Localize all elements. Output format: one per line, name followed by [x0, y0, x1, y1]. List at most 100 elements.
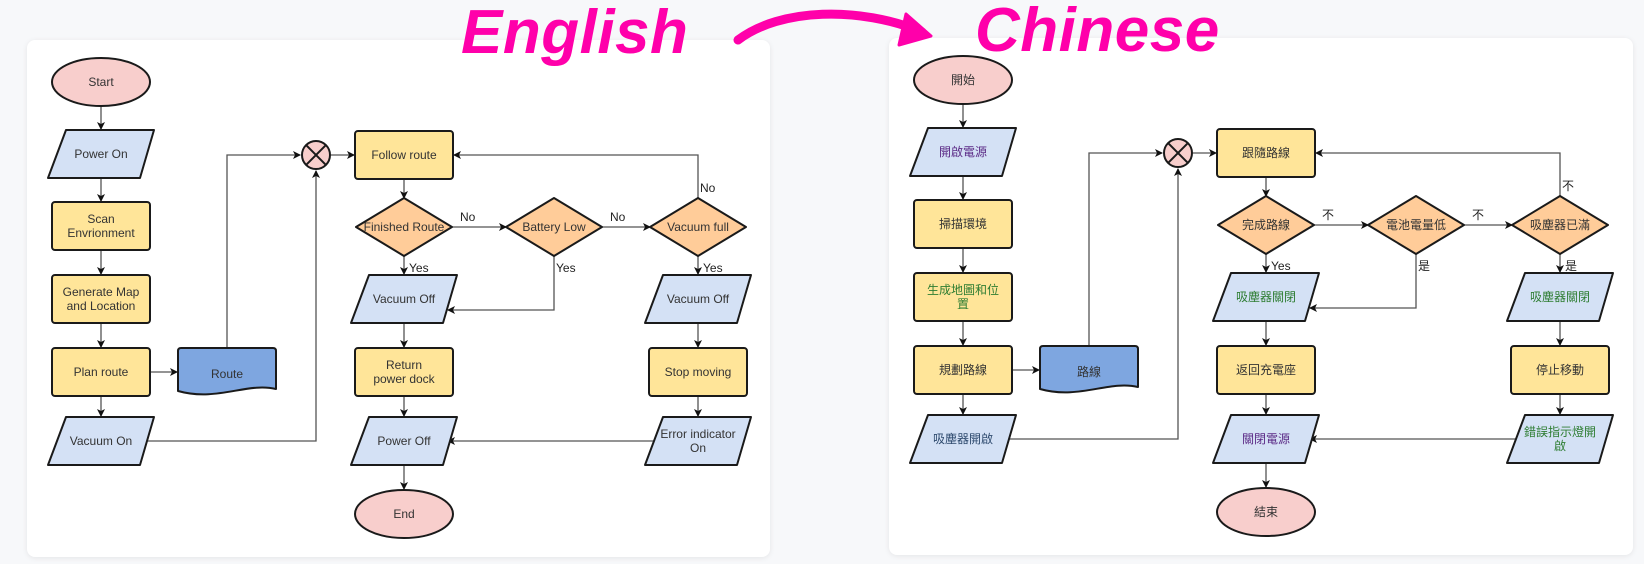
node-label: 吸塵器關閉: [1530, 289, 1590, 304]
edge-label-battery-no: No: [610, 210, 626, 224]
node-label: Battery Low: [522, 220, 586, 234]
node-label: 錯誤指示燈開啟: [1524, 424, 1596, 453]
edge-label-vacfull-yes: Yes: [703, 261, 723, 275]
process-shape: [51, 347, 151, 397]
node-label-line: Envrionment: [67, 226, 135, 240]
decision-shape: [505, 197, 603, 257]
node-label-line: 啟: [1554, 438, 1566, 453]
node-label: 開始: [951, 73, 975, 87]
node-label: 停止移動: [1536, 362, 1584, 377]
process-shape: [51, 274, 151, 324]
node-label: Power On: [74, 147, 127, 161]
node-label: Finished Route: [364, 220, 445, 234]
edge-route-junction: [1088, 149, 1163, 346]
node-vac-full: 吸塵器已滿: [1511, 195, 1609, 255]
process-shape: [913, 272, 1013, 322]
node-label: Vacuum On: [70, 434, 132, 448]
edge-route-junction: [226, 151, 301, 348]
edges: [97, 107, 702, 490]
process-shape: [913, 199, 1013, 249]
node-plan: Plan route: [51, 347, 151, 397]
node-follow: 跟隨路線: [1216, 128, 1316, 178]
io-shape: [47, 129, 155, 179]
edge-label-finished-no: No: [460, 210, 476, 224]
node-label: 吸塵器已滿: [1530, 217, 1590, 232]
node-vac-full: Vacuum full: [649, 197, 747, 257]
decision-shape: [1367, 195, 1465, 255]
io-shape: [909, 414, 1017, 464]
node-label: Plan route: [74, 365, 129, 379]
node-return: 返回充電座: [1216, 345, 1316, 395]
cross-icon: [305, 144, 327, 166]
node-start: 開始: [913, 55, 1013, 105]
process-shape: [1510, 345, 1610, 395]
io-shape: [1506, 272, 1614, 322]
decision-shape: [355, 197, 453, 257]
node-label: 掃描環境: [939, 216, 987, 231]
terminal-shape: [1216, 487, 1316, 537]
process-shape: [913, 345, 1013, 395]
node-label: 吸塵器開啟: [933, 431, 993, 446]
node-label-line: 置: [957, 297, 969, 311]
node-label-line: and Location: [67, 299, 136, 313]
node-follow: Follow route: [354, 130, 454, 180]
node-label: 電池電量低: [1386, 218, 1446, 232]
node-power-off: 關閉電源: [1212, 414, 1320, 464]
node-start: Start: [51, 57, 151, 107]
node-error: 錯誤指示燈開啟: [1506, 414, 1614, 464]
edge-label-battery-yes: Yes: [556, 261, 576, 275]
node-label: 規劃路線: [939, 362, 987, 377]
node-end: End: [354, 489, 454, 539]
node-label: 開啟電源: [939, 144, 987, 159]
translation-arrow-icon: [733, 9, 933, 47]
node-label: Follow route: [371, 148, 437, 162]
node-vacuum-on: Vacuum On: [47, 416, 155, 466]
node-battery: 電池電量低: [1367, 195, 1465, 255]
node-label: 生成地圖和位置: [927, 282, 999, 311]
edge-vacuum-on-junction: [1005, 168, 1182, 440]
node-junction: [301, 140, 331, 170]
decision-shape: [1217, 195, 1315, 255]
node-label: Power Off: [377, 434, 431, 448]
node-vac-off-left: Vacuum Off: [350, 274, 458, 324]
edge-label-finished-yes: Yes: [1271, 259, 1291, 273]
edge-battery-vacoff: [447, 256, 555, 314]
edge-label-battery-yes: 是: [1418, 259, 1430, 273]
node-label: Stop moving: [665, 365, 732, 379]
node-vac-off-right: Vacuum Off: [644, 274, 752, 324]
edge-vacfull-follow: [1315, 149, 1561, 196]
node-label: Vacuum Off: [667, 292, 730, 306]
edges: [959, 105, 1564, 488]
terminal-shape: [354, 489, 454, 539]
node-stop: 停止移動: [1510, 345, 1610, 395]
node-vacuum-on: 吸塵器開啟: [909, 414, 1017, 464]
node-label: Route: [211, 367, 243, 381]
process-shape: [51, 201, 151, 251]
edge-label-vacfull-yes: 是: [1565, 259, 1577, 273]
node-finished: Finished Route: [355, 197, 453, 257]
node-label: 關閉電源: [1242, 432, 1290, 446]
node-scan: 掃描環境: [913, 199, 1013, 249]
node-label: 返回充電座: [1236, 362, 1296, 377]
node-vac-off-right: 吸塵器關閉: [1506, 272, 1614, 322]
node-vac-off-left: 吸塵器關閉: [1212, 272, 1320, 322]
node-label: 結束: [1254, 505, 1278, 519]
edge-label-finished-yes: Yes: [409, 261, 429, 275]
node-power-on: 開啟電源: [909, 127, 1017, 177]
document-shape: [177, 347, 277, 396]
decision-shape: [1511, 195, 1609, 255]
node-label: 完成路線: [1242, 217, 1290, 232]
node-label-line: Return: [386, 358, 422, 372]
node-power-off: Power Off: [350, 416, 458, 466]
node-label: 吸塵器關閉: [1236, 289, 1296, 304]
io-shape: [350, 274, 458, 324]
node-label-line: power dock: [373, 372, 435, 386]
